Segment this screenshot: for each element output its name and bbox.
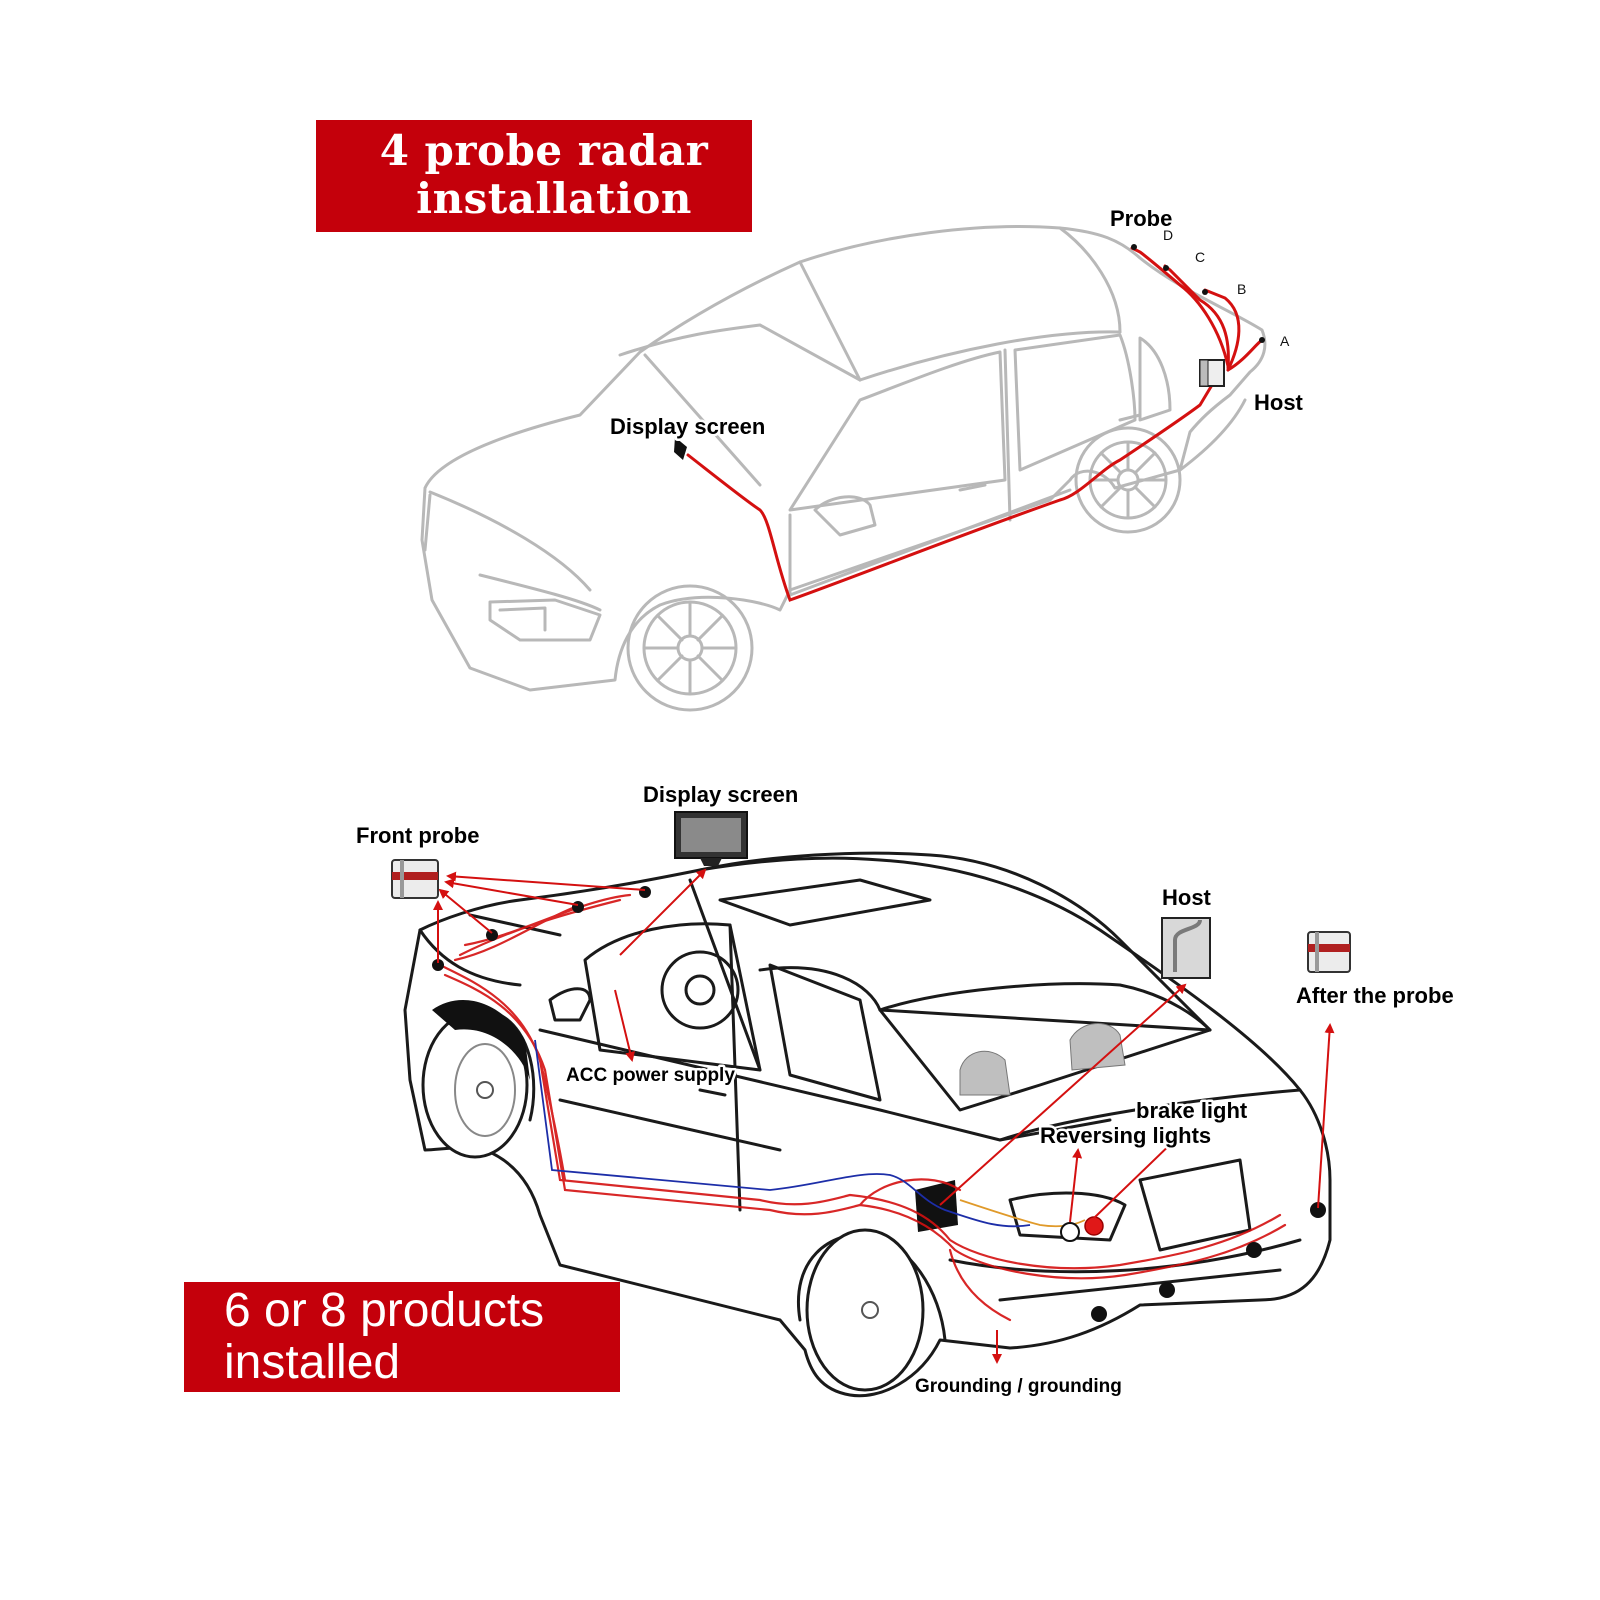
front-probe-dot-2: [486, 929, 498, 941]
top-probe-dots: [1131, 244, 1265, 343]
bottom-title-line2: installed: [224, 1336, 401, 1389]
top-display-screen-label: Display screen: [610, 414, 765, 439]
rear-probe-dot-4: [1310, 1202, 1326, 1218]
front-probe-icon: [391, 859, 439, 899]
bottom-annotation-arrows: [433, 868, 1335, 1364]
rear-probe-dot-2: [1159, 1282, 1175, 1298]
top-probe-label: Probe: [1110, 206, 1172, 231]
top-probe-letter-a: A: [1280, 333, 1290, 349]
brake-light-bulb: [1084, 1216, 1104, 1236]
reversing-light-bulb: [1060, 1222, 1080, 1242]
bottom-front-tire-shadow: [432, 1000, 530, 1080]
bottom-host-icon: [1161, 917, 1211, 979]
front-probe-dot-4: [639, 886, 651, 898]
bottom-rear-wheel: [805, 1228, 925, 1392]
top-display-marker: [674, 437, 687, 460]
top-probe-dot-d: [1131, 244, 1137, 250]
top-probe-letter-d: D: [1163, 227, 1173, 243]
grounding-label: Grounding / grounding: [915, 1376, 1122, 1397]
bottom-wiring-blue: [534, 1039, 1031, 1228]
top-probe-dot-b: [1202, 289, 1208, 295]
top-wiring: [686, 246, 1264, 602]
top-probe-letter-c: C: [1195, 249, 1205, 265]
bottom-host-label: Host: [1162, 885, 1212, 910]
top-probe-letter-b: B: [1237, 281, 1246, 297]
bottom-display-screen-icon: [674, 811, 748, 866]
top-host-label: Host: [1254, 390, 1304, 415]
brake-light-label: brake light: [1136, 1098, 1248, 1123]
acc-power-supply-label: ACC power supply: [566, 1065, 735, 1086]
top-probe-dot-c: [1163, 265, 1169, 271]
bottom-display-screen-label: Display screen: [643, 782, 798, 807]
front-probe-dot-1: [432, 959, 444, 971]
front-probe-dot-3: [572, 901, 584, 913]
top-probe-dot-a: [1259, 337, 1265, 343]
bottom-title-banner: 6 or 8 products installed: [184, 1282, 620, 1392]
bottom-probe-dots: [432, 886, 1326, 1322]
front-probe-label: Front probe: [356, 823, 479, 848]
top-title-line1: 4 probe radar: [379, 126, 709, 175]
after-probe-label: After the probe: [1296, 983, 1454, 1008]
top-title-banner: 4 probe radar installation: [316, 120, 752, 232]
bottom-seats: [959, 1023, 1126, 1096]
after-probe-icon: [1307, 931, 1351, 973]
rear-probe-dot-1: [1091, 1306, 1107, 1322]
top-car-illustration: [420, 225, 1267, 712]
rear-probe-dot-3: [1246, 1242, 1262, 1258]
bottom-title-line1: 6 or 8 products: [224, 1284, 545, 1337]
top-title-line2: installation: [416, 174, 692, 223]
reversing-lights-label: Reversing lights: [1040, 1123, 1211, 1148]
bottom-wiring-orange: [959, 1199, 1086, 1228]
top-host-box: [1199, 359, 1225, 387]
